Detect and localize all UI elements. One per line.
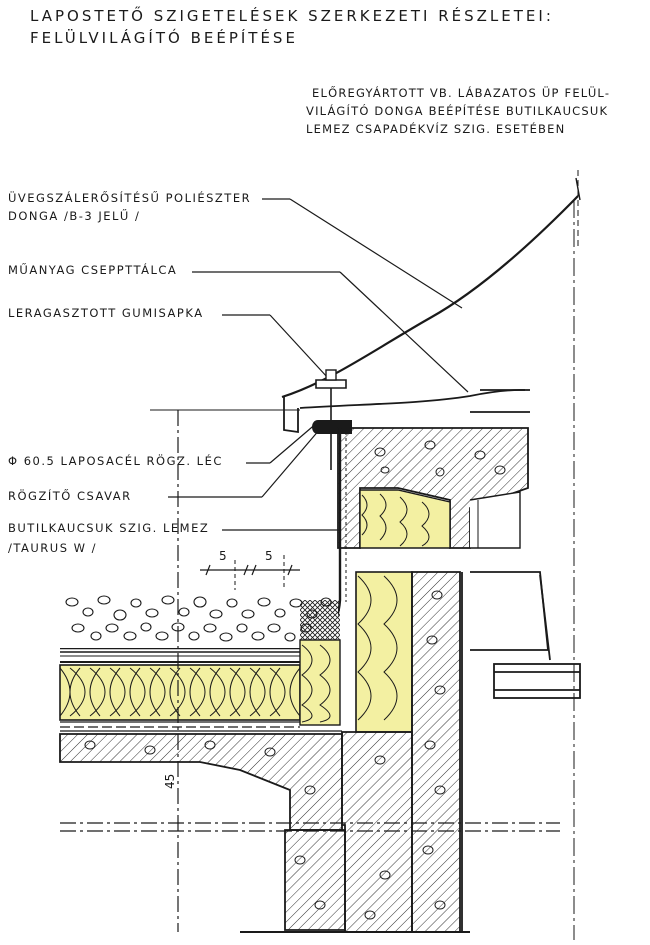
title-line-2: Felülvilágító beépítése <box>30 29 298 47</box>
gravel-layer <box>60 590 340 648</box>
label-membrane-line-2: /Taurus W / <box>8 541 98 555</box>
dimension-gap-b: 5 <box>265 549 273 563</box>
label-dome-line-1: Üvegszálerősítésű poliészter <box>8 191 252 205</box>
label-rubber-cap: Leragasztott gumisapka <box>8 306 204 320</box>
curb-upper <box>337 427 529 549</box>
steel-frame <box>461 571 581 932</box>
roof-slab <box>59 730 346 931</box>
drip-tray <box>283 389 530 434</box>
dimension-gap-a: 5 <box>219 549 227 563</box>
reference-lines <box>60 200 575 940</box>
label-fixing-strip: Φ 60.5 laposacél rögz. léc <box>8 454 223 468</box>
label-drip-tray: Műanyag cseppttálca <box>8 263 178 277</box>
concrete-aggregate <box>84 440 506 920</box>
upstand-insulation <box>299 571 413 733</box>
roof-insulation <box>59 664 301 728</box>
title-line-1: Lapostető szigetelések szerkezeti részle… <box>30 7 554 25</box>
label-membrane-line-1: Butilkaucsuk szig. lemez <box>8 521 210 535</box>
label-fixing-screw: Rögzítő csavar <box>8 489 132 503</box>
subtitle-line-1: Előregyártott vb. lábazatos üp felül- <box>312 86 611 100</box>
skylight-dome <box>281 170 581 399</box>
subtitle-line-2: világító donga beépítése butilkaucsuk <box>306 104 609 118</box>
leader-lines <box>168 198 469 531</box>
label-dome-line-2: donga /B-3 jelű / <box>8 209 141 223</box>
roof-membrane-layers <box>60 651 300 663</box>
subtitle-line-3: lemez csapadékvíz szig. esetében <box>306 122 566 136</box>
dimension-line <box>200 564 300 576</box>
